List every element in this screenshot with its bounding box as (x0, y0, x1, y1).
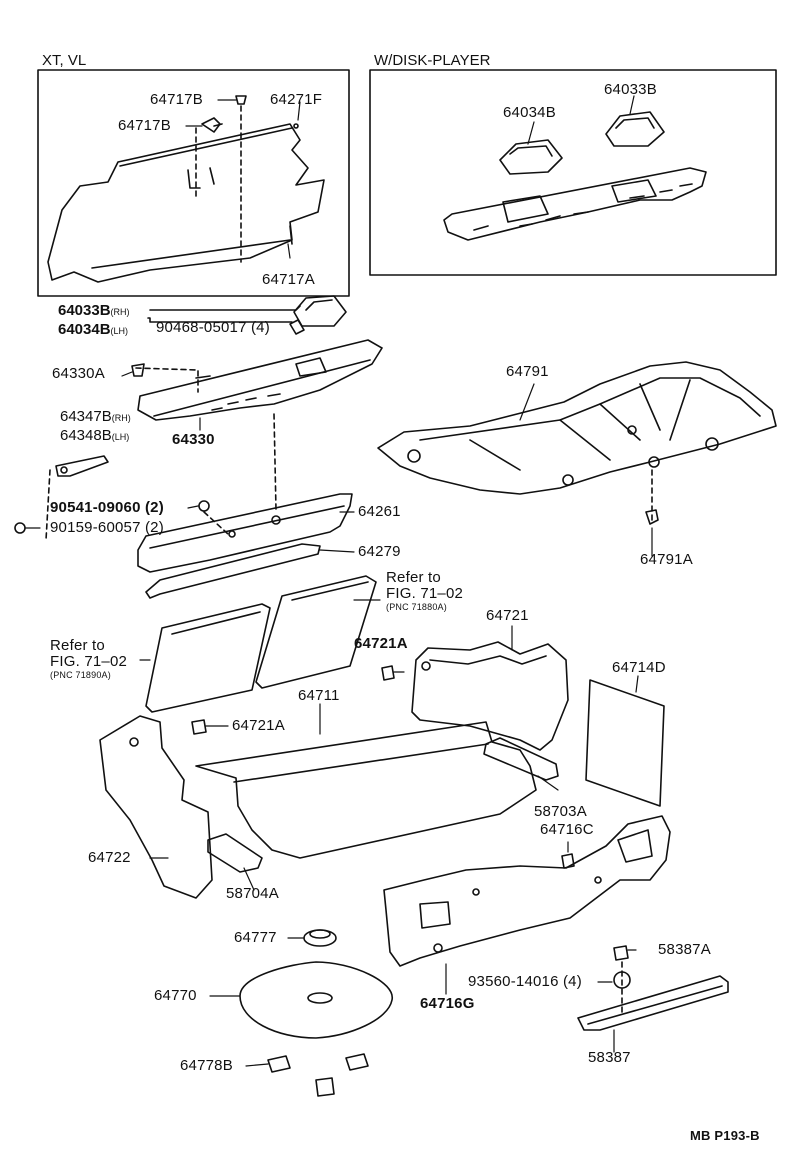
refer-pnc-right: (PNC 71880A) (386, 602, 447, 612)
bracket-58704a (207, 833, 263, 873)
part-58387a: 58387A (658, 941, 711, 958)
speaker-cover-64033b-main (293, 295, 347, 327)
grommet-64777 (303, 929, 337, 947)
part-64711: 64711 (298, 687, 340, 704)
part-64261: 64261 (358, 503, 401, 520)
refer-fig-right: FIG. 71–02 (386, 585, 464, 602)
trunk-mat-64711 (195, 721, 537, 859)
part-64034b-lh: 64034B (58, 321, 111, 338)
screw-90541 (198, 500, 210, 512)
speaker-cover-64033b (605, 111, 665, 147)
part-64791a: 64791A (640, 551, 693, 568)
pads-64778b (267, 1053, 369, 1097)
trim-panel-64714d (585, 679, 665, 807)
package-tray-64330 (137, 339, 383, 421)
part-90541: 90541-09060 (2) (50, 499, 164, 516)
screw-90159 (14, 522, 26, 534)
xt-vl-box (37, 69, 350, 297)
disk-player-heading: W/DISK-PLAYER (374, 52, 491, 69)
clip-64791a (645, 509, 659, 525)
part-64716c: 64716C (540, 821, 594, 838)
spare-tire-cover-64770 (239, 961, 393, 1039)
part-64721a-left: 64721A (232, 717, 285, 734)
clip-64721a (381, 665, 395, 681)
sill-plate-58387 (577, 975, 729, 1031)
part-64271f: 64271F (270, 91, 323, 108)
part-64347b-64348b-pair: 64347B(RH) 64348B(LH) (60, 408, 131, 446)
trunk-floor-panel-64791 (377, 361, 777, 495)
weatherstrip-64279 (145, 543, 321, 599)
part-64034b-disk: 64034B (503, 104, 556, 121)
part-64033b-rh: 64033B (58, 302, 111, 319)
part-64033b-64034b-pair: 64033B(RH) 64034B(LH) (58, 302, 130, 340)
bracket-64347b (55, 455, 109, 477)
rh-suffix-2: (RH) (111, 413, 131, 423)
clip-64721a-left (191, 719, 207, 735)
side-trim-board-71890a (145, 603, 271, 713)
side-trim-64721 (411, 641, 569, 751)
part-64721: 64721 (486, 607, 529, 624)
xt-vl-heading: XT, VL (42, 52, 87, 69)
part-64348b: 64348B (60, 427, 112, 444)
lh-suffix: (LH) (110, 326, 129, 336)
part-64330: 64330 (172, 431, 215, 448)
speaker-cover-64034b (499, 139, 563, 175)
part-64717a: 64717A (262, 271, 315, 288)
part-64330a: 64330A (52, 365, 105, 382)
part-58704a: 58704A (226, 885, 279, 902)
refer-pnc-left: (PNC 71890A) (50, 670, 111, 680)
refer-fig-left: FIG. 71–02 (50, 653, 128, 670)
disk-player-box (369, 69, 777, 276)
part-64279: 64279 (358, 543, 401, 560)
rh-suffix: (RH) (110, 307, 130, 317)
part-64717b-lower: 64717B (118, 117, 171, 134)
part-90159: 90159-60057 (2) (50, 519, 164, 536)
part-64722: 64722 (88, 849, 131, 866)
part-64721a-right: 64721A (354, 635, 408, 652)
part-58703a: 58703A (534, 803, 587, 820)
leader-lines (25, 95, 653, 1067)
part-64778b: 64778B (180, 1057, 233, 1074)
clip-64330a (131, 363, 145, 377)
part-93560: 93560-14016 (4) (468, 973, 582, 990)
bracket-58703a (483, 737, 559, 781)
diagram-code: MB P193-B (690, 1128, 760, 1143)
part-90468: 90468-05017 (4) (156, 319, 270, 336)
part-64347b: 64347B (60, 408, 112, 425)
part-58387: 58387 (588, 1049, 631, 1066)
part-64714d: 64714D (612, 659, 666, 676)
clip-64717b (201, 95, 247, 133)
refer-note-left: Refer to (50, 637, 105, 654)
part-64717b-upper: 64717B (150, 91, 203, 108)
side-trim-board-71880a (255, 575, 377, 689)
side-trim-64722 (99, 715, 213, 899)
rear-trim-64716g (383, 815, 671, 967)
package-tray-disk-player (443, 167, 707, 241)
clip-64716c (561, 853, 575, 869)
part-64033b-disk: 64033B (604, 81, 657, 98)
package-tray-trim-xtvl (47, 123, 325, 283)
part-64770: 64770 (154, 987, 197, 1004)
refer-note-right: Refer to (386, 569, 441, 586)
trim-panel-64261 (137, 493, 353, 573)
part-64716g: 64716G (420, 995, 475, 1012)
part-64777: 64777 (234, 929, 277, 946)
lh-suffix-2: (LH) (111, 432, 130, 442)
part-64791: 64791 (506, 363, 549, 380)
clip-90468 (289, 319, 305, 335)
